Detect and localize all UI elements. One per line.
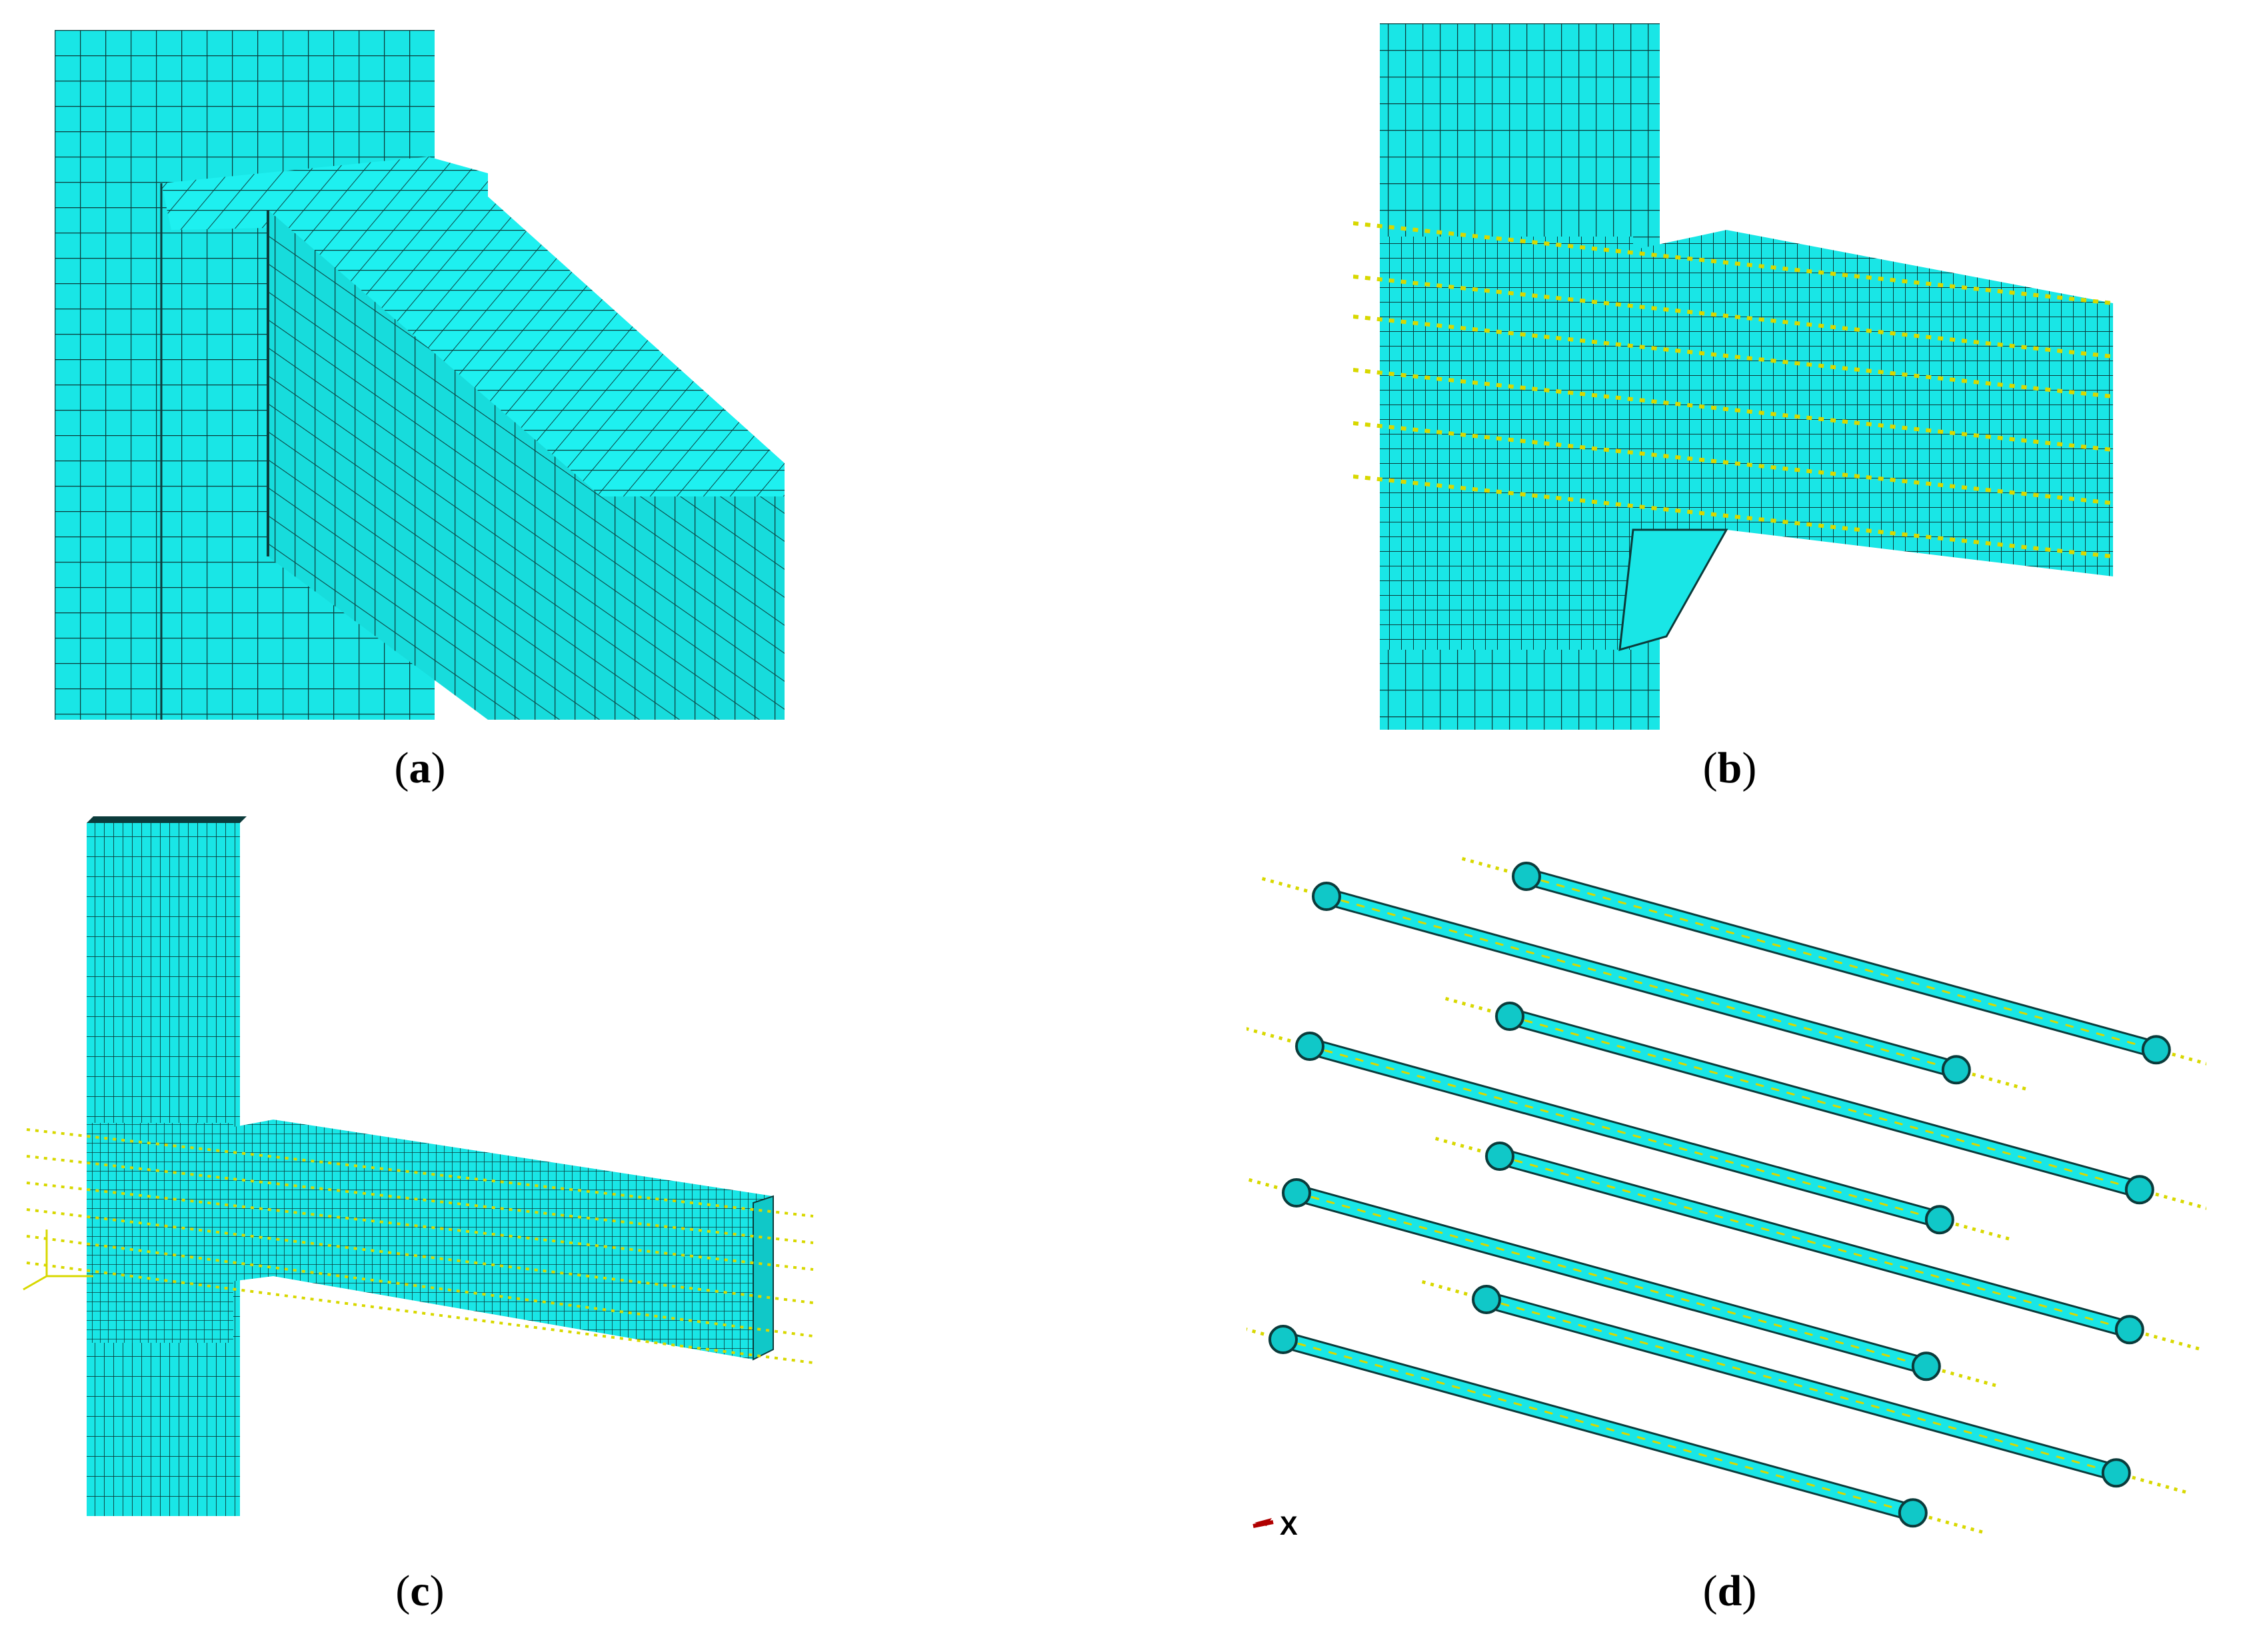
panel-a <box>55 30 785 720</box>
panel-b <box>1353 23 2113 730</box>
tendon-rod <box>1246 1177 1998 1387</box>
caption-c: (c) <box>395 1567 445 1615</box>
tendon-lines <box>26 1128 814 1364</box>
panel-a-mesh <box>55 30 785 720</box>
tendon-rod <box>1246 1027 2011 1241</box>
panel-d-tendons: X <box>1246 857 2206 1541</box>
beam-side <box>268 210 785 720</box>
tendon-rod <box>1246 1325 1984 1534</box>
caption-a: (a) <box>394 744 446 792</box>
tendon-rod <box>1434 1137 2201 1351</box>
panel-c-mesh <box>23 816 814 1516</box>
tendon-rod <box>1421 1280 2188 1494</box>
tendon-lines <box>1353 221 2113 558</box>
beam <box>220 1120 773 1359</box>
x-axis-label: X <box>1280 1511 1298 1541</box>
beam <box>1633 230 2113 576</box>
tendon-rod <box>1444 997 2206 1210</box>
beam-top <box>268 197 785 496</box>
axis-indicator: X <box>1252 1511 1298 1541</box>
axis-triad <box>23 1230 93 1291</box>
tendon-rod <box>1461 857 2206 1066</box>
panel-b-mesh <box>1353 23 2113 730</box>
caption-b: (b) <box>1702 744 1757 792</box>
caption-d: (d) <box>1702 1567 1757 1615</box>
panel-d: X <box>1246 840 2206 1573</box>
panel-c <box>20 816 833 1516</box>
tendon-rod <box>1261 877 2028 1091</box>
